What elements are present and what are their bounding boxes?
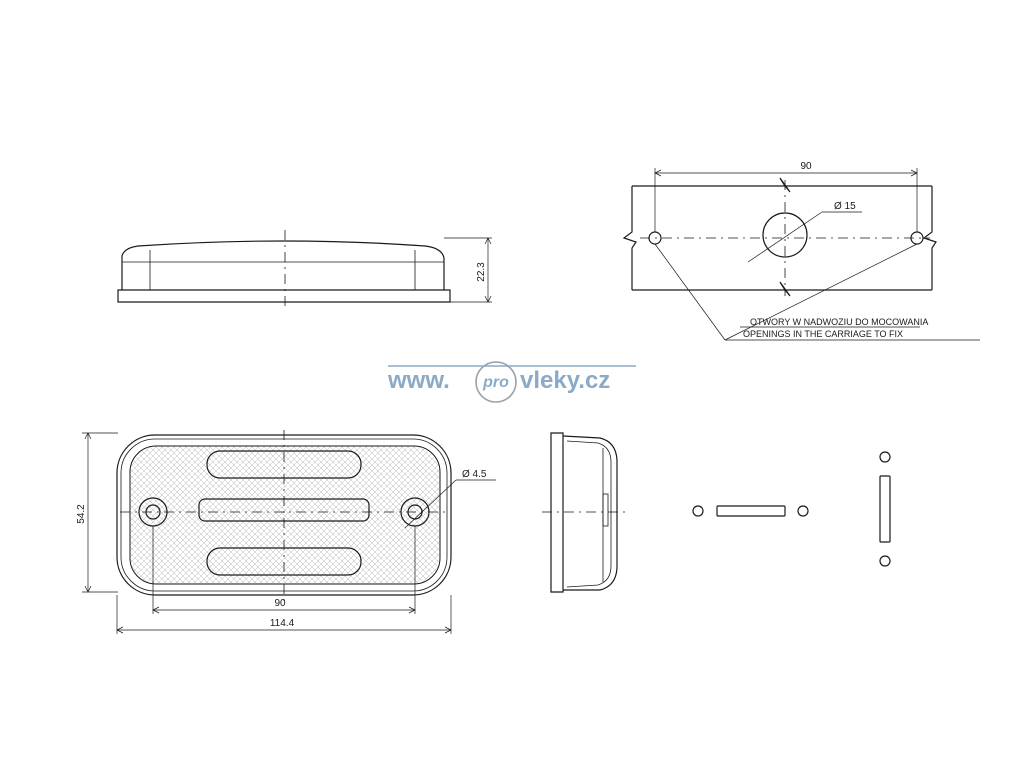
watermark-logo: www. pro vleky.cz: [387, 361, 636, 403]
note-english: OPENINGS IN THE CARRIAGE TO FIX: [743, 329, 903, 339]
watermark-middle: pro: [482, 374, 509, 391]
side-height-dimension: 22.3: [476, 262, 487, 282]
watermark-suffix: vleky.cz: [520, 367, 610, 394]
mount-spacing-dimension: 90: [800, 161, 812, 172]
fix-hole-diameter: Ø 4.5: [462, 469, 487, 480]
front-width-dimension: 114.4: [270, 618, 295, 629]
hole-pattern-vertical: [879, 451, 891, 567]
mounting-plate-view: 90 Ø 15 OTWORY W NADWOZIU DO MOCOWANIA O…: [622, 161, 980, 341]
note-polish: OTWORY W NADWOZIU DO MOCOWANIA: [750, 317, 928, 327]
front-view: Ø 4.5 54.2 90 114.4: [76, 430, 496, 634]
front-height-dimension: 54.2: [76, 504, 87, 524]
front-hole-spacing-dimension: 90: [274, 598, 286, 609]
side-view: 22.3: [117, 230, 492, 310]
watermark-circle-icon: [475, 361, 517, 403]
mount-hole-center: [762, 212, 808, 258]
watermark-prefix: www.: [387, 367, 450, 394]
lamp-lens: [129, 445, 441, 585]
end-view: [542, 432, 628, 593]
center-hole-diameter: Ø 15: [834, 201, 856, 212]
hole-pattern-horizontal: [692, 505, 809, 517]
